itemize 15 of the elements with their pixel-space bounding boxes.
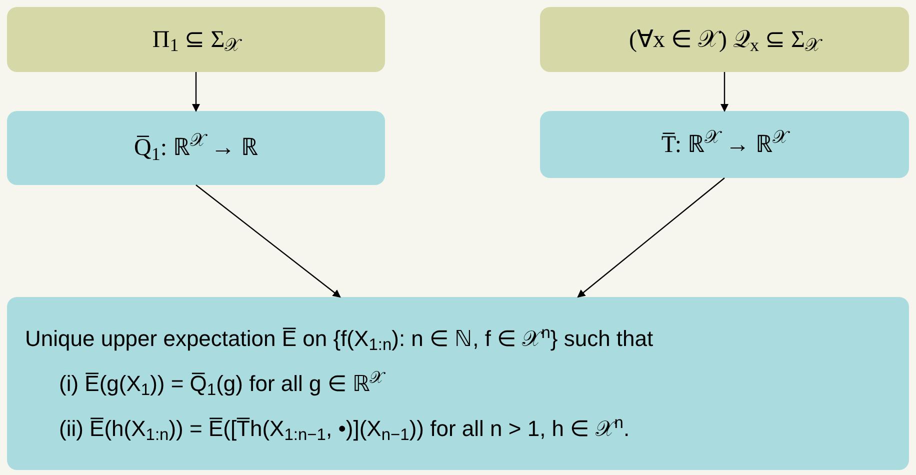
operator-box [7,111,385,185]
formula-text: (∀x ∈ 𝒳) 𝒬$_{x}$ ⊆ Σ$_{𝒳}$ [629,22,820,58]
operator-box [540,111,909,178]
input-box [7,7,385,72]
input-box [540,7,909,72]
formula-text: Unique upper expectation E̅ on {f(X$_{1:n}$): n ∈ ℕ, f ∈ 𝒳$^{n}$} such that [25,322,654,355]
arrow [720,72,728,112]
formula-text: Q̅$_{1}$: ℝ$^{𝒳}$ → ℝ [134,130,258,166]
result-box [7,297,909,470]
formula-text: Π$_{1}$ ⊆ Σ$_{𝒳}$ [152,26,240,57]
arrow [196,184,341,298]
arrow [192,72,200,112]
formula-text: T̅: ℝ$^{𝒳}$ → ℝ$^{𝒳}$ [661,126,788,160]
arrow [577,178,725,298]
condition-text: (i) E̅(g(X$_{1}$)) = Q̅$_{1}$(g) for all g ∈ ℝ$^{𝒳}$ [58,368,384,400]
